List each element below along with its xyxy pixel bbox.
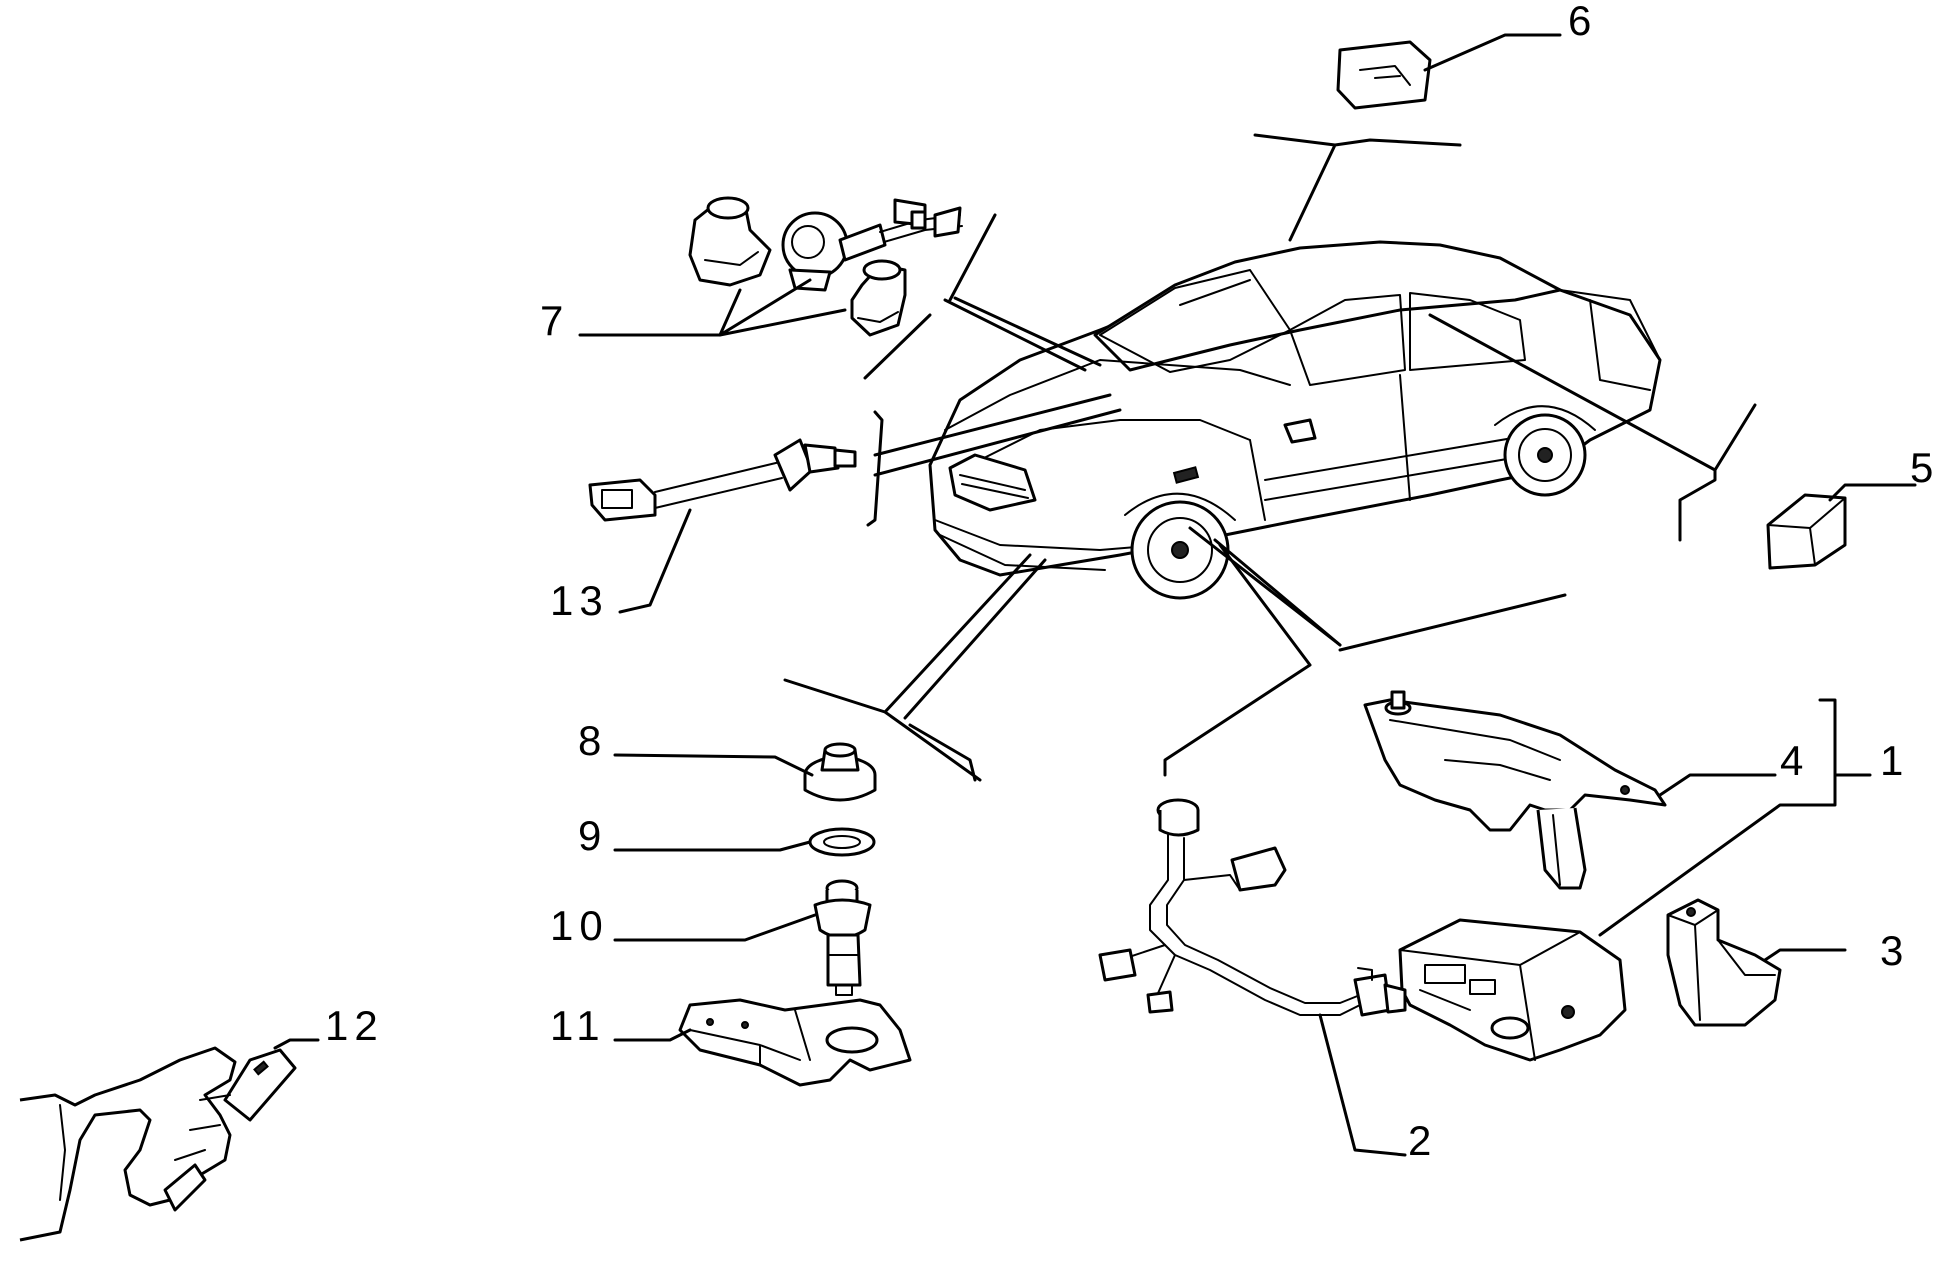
bracket-13 xyxy=(866,393,1122,527)
car-illustration xyxy=(928,240,1662,600)
part-1-control-unit xyxy=(1398,918,1627,1062)
callout-2: 2 xyxy=(1408,1117,1437,1164)
leader-9 xyxy=(613,840,812,852)
part-2-wiring-harness xyxy=(1098,798,1407,1017)
callout-7: 7 xyxy=(540,297,569,344)
part-10-siren xyxy=(813,879,872,996)
callout-11: 11 xyxy=(550,1002,606,1049)
leader-5 xyxy=(1828,483,1917,502)
part-6-ultrasonic-sensor xyxy=(1336,40,1432,110)
part-8-cap xyxy=(803,742,877,802)
callout-6: 6 xyxy=(1568,0,1597,44)
part-12-remote-transmitter xyxy=(19,1046,297,1242)
bracket-5 xyxy=(1678,403,1757,542)
part-7-lock-set xyxy=(688,196,963,337)
leader-8 xyxy=(613,753,814,777)
part-4-mounting-bracket xyxy=(1363,690,1667,890)
leader-5-car xyxy=(1428,313,1717,472)
leader-2-car xyxy=(1188,526,1342,647)
leader-7 xyxy=(578,278,847,337)
bracket-7 xyxy=(863,213,1102,380)
callout-1: 1 xyxy=(1880,737,1909,784)
part-5-switch xyxy=(1766,493,1847,570)
callout-3: 3 xyxy=(1880,927,1909,974)
callout-13: 13 xyxy=(550,577,609,624)
leader-6 xyxy=(1423,33,1562,72)
callout-4: 4 xyxy=(1780,737,1809,784)
bracket-6 xyxy=(1253,133,1462,242)
leader-4 xyxy=(1658,773,1777,797)
leader-1-unit xyxy=(1598,698,1837,937)
callout-10: 10 xyxy=(550,902,609,949)
part-9-washer xyxy=(808,827,876,857)
leader-10 xyxy=(613,913,817,942)
bracket-8-11 xyxy=(783,553,1047,782)
callout-9: 9 xyxy=(578,812,607,859)
callout-5: 5 xyxy=(1910,444,1939,491)
leader-2 xyxy=(1318,1013,1407,1157)
part-13-hood-switch xyxy=(588,438,857,522)
callout-12: 12 xyxy=(325,1002,384,1049)
leader-12 xyxy=(273,1038,320,1050)
leader-7-car xyxy=(943,298,1087,372)
part-11-bracket xyxy=(678,998,912,1087)
callout-8: 8 xyxy=(578,717,607,764)
leader-11 xyxy=(613,1028,692,1042)
leader-13 xyxy=(618,508,692,614)
leader-3 xyxy=(1763,948,1847,962)
bracket-2 xyxy=(1163,538,1567,777)
part-3-cover xyxy=(1666,898,1782,1027)
